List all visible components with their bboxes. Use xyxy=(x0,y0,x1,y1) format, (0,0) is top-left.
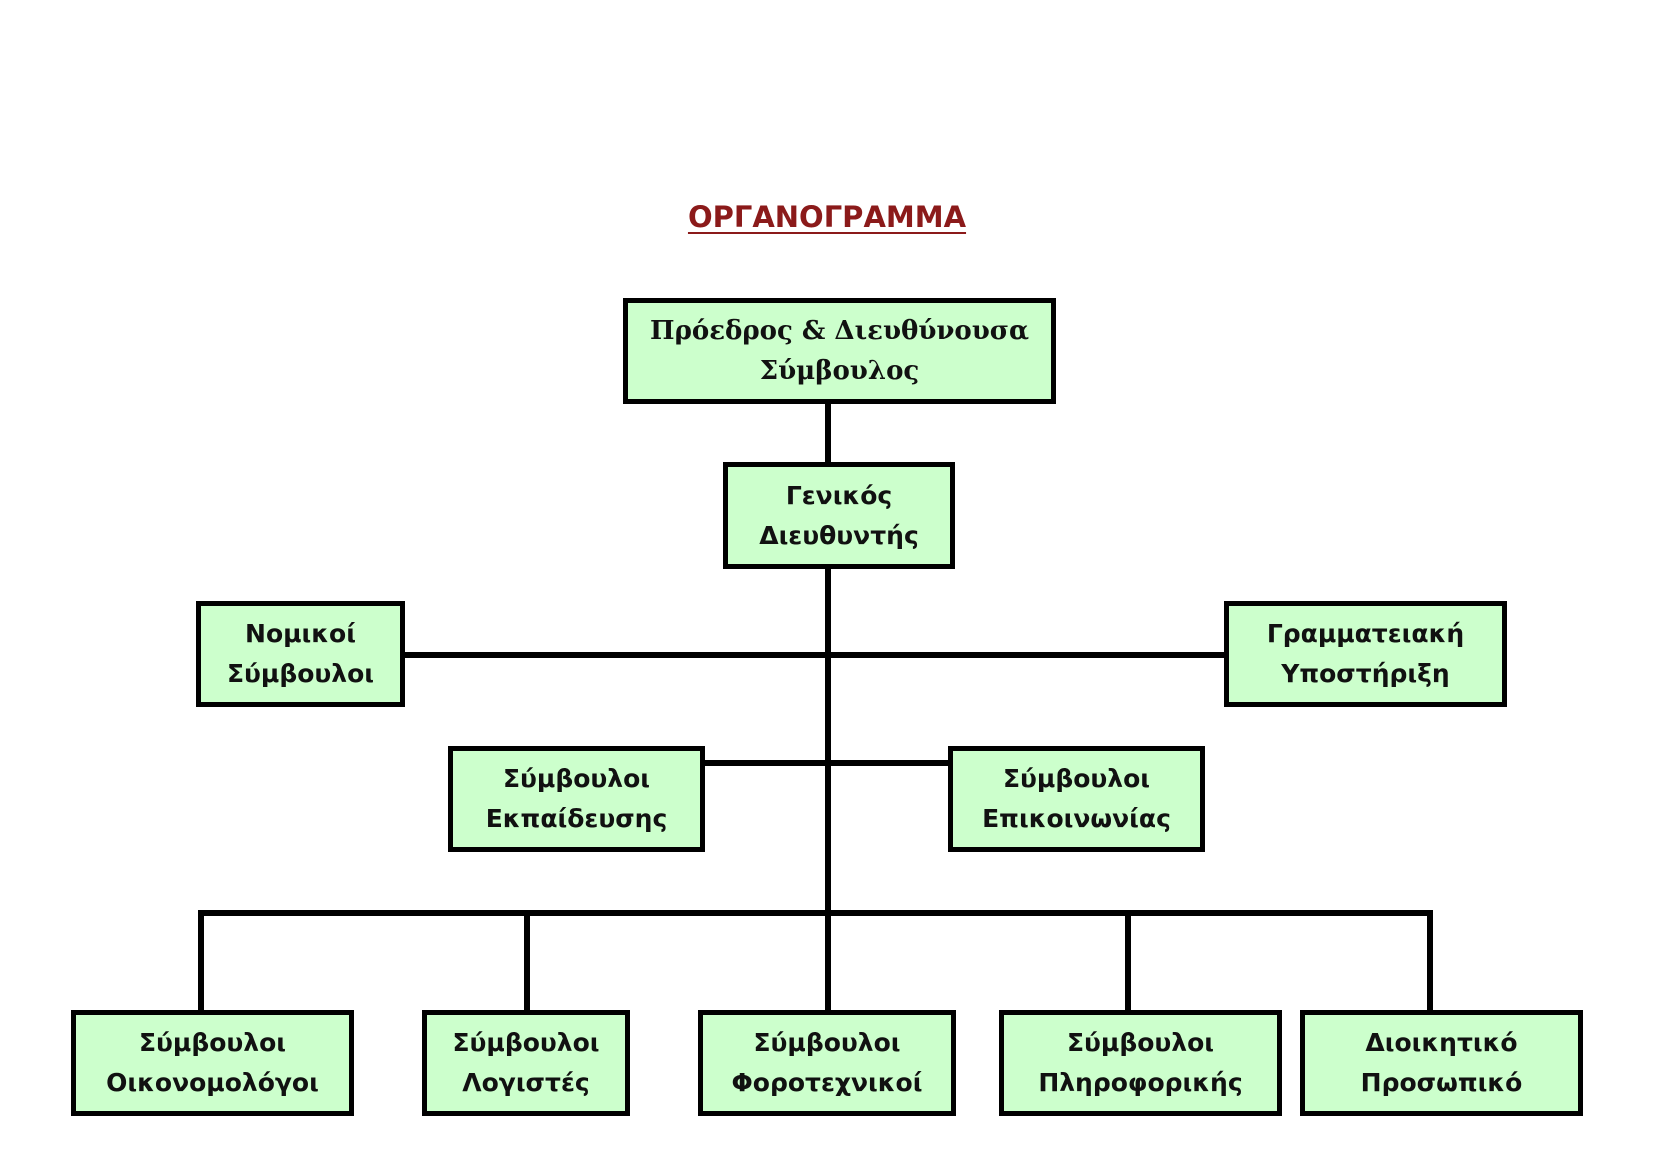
node-tax-line1: Σύμβουλοι xyxy=(753,1028,901,1057)
node-economists: Σύμβουλοι Οικονομολόγοι xyxy=(71,1010,354,1116)
node-communication: Σύμβουλοι Επικοινωνίας xyxy=(948,746,1205,852)
connector-accountants xyxy=(524,910,530,1014)
node-training: Σύμβουλοι Εκπαίδευσης xyxy=(448,746,705,852)
node-economists-line2: Οικονομολόγοι xyxy=(106,1068,319,1097)
node-admin: Διοικητικό Προσωπικό xyxy=(1300,1010,1583,1116)
node-president-line2: Σύμβουλος xyxy=(759,356,920,386)
node-general-director-line1: Γενικός xyxy=(785,480,893,510)
node-accountants-line1: Σύμβουλοι xyxy=(452,1028,600,1057)
node-admin-line1: Διοικητικό xyxy=(1365,1028,1518,1057)
node-accountants-line2: Λογιστές xyxy=(462,1068,590,1097)
node-training-line2: Εκπαίδευσης xyxy=(485,804,668,833)
node-tax: Σύμβουλοι Φοροτεχνικοί xyxy=(698,1010,956,1116)
node-tax-line2: Φοροτεχνικοί xyxy=(731,1068,923,1097)
node-admin-line2: Προσωπικό xyxy=(1360,1068,1523,1097)
connector-training-communication xyxy=(703,760,953,766)
node-it-line1: Σύμβουλοι xyxy=(1066,1028,1215,1057)
node-training-line1: Σύμβουλοι xyxy=(502,764,651,793)
connector-bottom-bus xyxy=(198,910,1433,916)
connector-it xyxy=(1125,910,1131,1014)
connector-economists xyxy=(198,910,204,1014)
node-secretarial-line1: Γραμματειακή xyxy=(1266,619,1465,648)
connector-president-gm xyxy=(825,402,831,464)
node-legal-line2: Σύμβουλοι xyxy=(226,659,375,688)
node-secretarial: Γραμματειακή Υποστήριξη xyxy=(1224,601,1507,707)
node-it: Σύμβουλοι Πληροφορικής xyxy=(999,1010,1282,1116)
node-communication-line1: Σύμβουλοι xyxy=(1002,764,1151,793)
node-economists-line1: Σύμβουλοι xyxy=(138,1028,287,1057)
connector-main-trunk xyxy=(825,568,831,1014)
node-it-line2: Πληροφορικής xyxy=(1038,1068,1243,1097)
node-president-line1: Πρόεδρος & Διευθύνουσα xyxy=(650,316,1029,346)
node-legal: Νομικοί Σύμβουλοι xyxy=(196,601,405,707)
node-secretarial-line2: Υποστήριξη xyxy=(1281,659,1450,688)
page-title: ΟΡΓΑΝΟΓΡΑΜΜΑ xyxy=(687,200,967,234)
connector-legal-secretarial xyxy=(403,652,1229,658)
node-legal-line1: Νομικοί xyxy=(245,619,356,648)
node-general-director-line2: Διευθυντής xyxy=(759,520,919,550)
node-communication-line2: Επικοινωνίας xyxy=(982,804,1171,833)
connector-admin xyxy=(1427,910,1433,1014)
node-president: Πρόεδρος & Διευθύνουσα Σύμβουλος xyxy=(623,298,1056,404)
node-accountants: Σύμβουλοι Λογιστές xyxy=(422,1010,630,1116)
node-general-director: Γενικός Διευθυντής xyxy=(723,462,955,569)
